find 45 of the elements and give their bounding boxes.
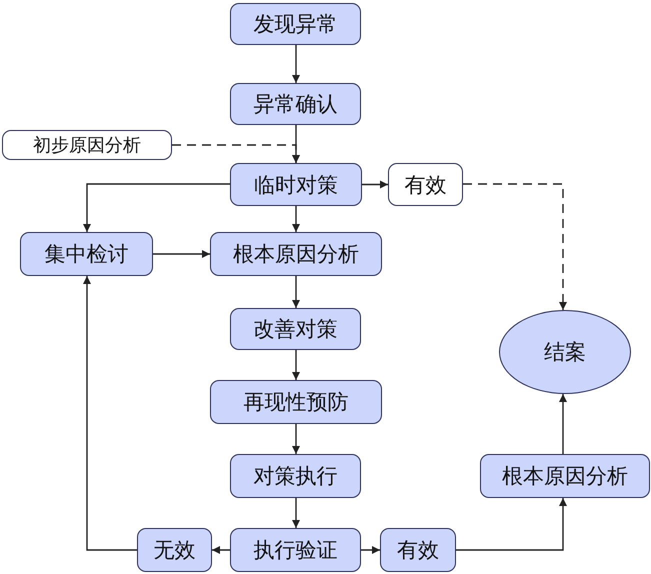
arrow [153,250,210,258]
process-box [388,163,463,206]
node-label: 改善对策 [254,316,338,343]
process-box [230,83,361,125]
process-box [230,163,362,206]
process-box [20,232,153,276]
node-label: 初步原因分析 [33,134,141,157]
node-label: 无效 [154,537,196,564]
node-label: 对策执行 [254,463,338,490]
arrow [292,45,300,83]
node-label: 集中检讨 [44,241,128,268]
arrow [292,125,300,163]
arrow [362,180,388,188]
arrow [463,183,567,310]
process-box [230,308,361,350]
process-box [230,528,361,572]
node-label: 临时对策 [254,172,338,198]
node-label: 有效 [397,537,439,564]
process-box [480,454,650,498]
node-label: 发现异常 [254,11,338,38]
arrow [361,546,380,554]
arrow [292,424,300,454]
process-box [230,3,361,45]
node-label: 异常确认 [254,91,338,118]
node-label: 再现性预防 [244,389,348,416]
node-label: 执行验证 [254,537,338,564]
node-label: 根本原因分析 [233,241,359,268]
arrow [83,276,137,551]
arrow [212,546,230,554]
arrow [292,498,300,528]
arrow [456,498,567,551]
process-box [210,380,382,424]
arrow [292,276,300,308]
arrow [292,206,300,232]
arrow [83,183,230,232]
node-label: 根本原因分析 [502,463,628,490]
process-box [230,454,361,498]
process-box [210,232,382,276]
process-box [380,528,456,572]
node-label: 结案 [544,339,586,366]
arrow [292,350,300,380]
node-label: 有效 [404,172,446,198]
process-box [2,130,172,160]
arrow [559,394,567,454]
process-box [137,528,212,572]
